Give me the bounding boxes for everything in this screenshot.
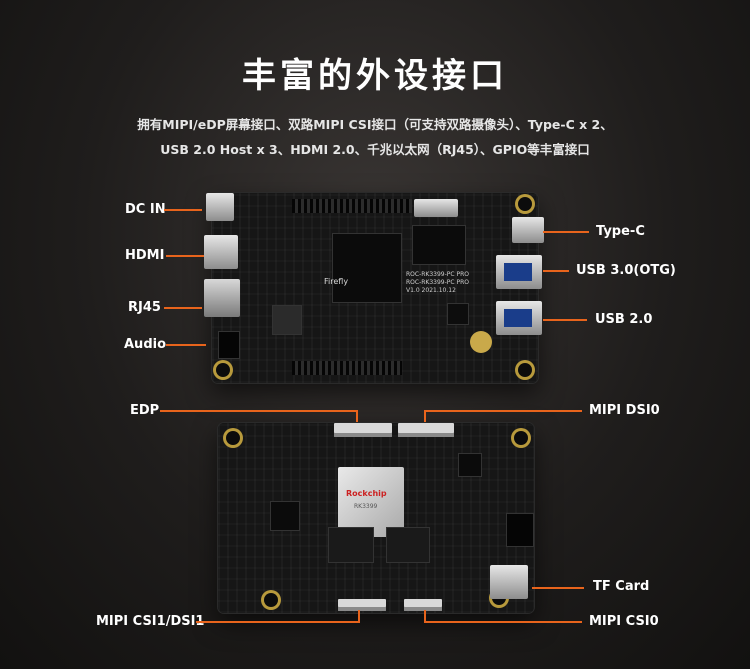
subtitle-line-2: USB 2.0 Host x 3、HDMI 2.0、千兆以太网（RJ45）、GP… bbox=[160, 142, 590, 157]
board-silk-3: V1.0 2021.10.12 bbox=[406, 287, 456, 294]
label-type-c: Type-C bbox=[596, 224, 645, 239]
top-board-image: Firefly ROC-RK3399-PC PRO ROC-RK3399-PC … bbox=[204, 193, 544, 383]
callout-line-mipi-csi0-v bbox=[424, 610, 426, 623]
callout-line-dc-in bbox=[164, 209, 202, 211]
callout-line-rj45 bbox=[164, 307, 202, 309]
mipi-csi0-connector bbox=[404, 599, 442, 611]
label-mipi-csi0: MIPI CSI0 bbox=[589, 614, 659, 629]
callout-line-audio bbox=[166, 344, 206, 346]
tf-card-slot bbox=[490, 565, 528, 599]
callout-line-mipi-dsi0-h bbox=[424, 410, 582, 412]
callout-line-mipi-csi1-h bbox=[196, 621, 360, 623]
label-mipi-csi1-dsi1: MIPI CSI1/DSI1 bbox=[96, 614, 205, 629]
callout-line-edp-h bbox=[160, 410, 358, 412]
label-mipi-dsi0: MIPI DSI0 bbox=[589, 403, 660, 418]
label-audio: Audio bbox=[124, 337, 167, 352]
label-hdmi: HDMI bbox=[125, 248, 165, 263]
callout-line-usb30 bbox=[543, 270, 569, 272]
label-tf-card: TF Card bbox=[593, 579, 650, 594]
mipi-dsi0-connector bbox=[398, 423, 454, 437]
callout-line-edp-v bbox=[356, 410, 358, 422]
callout-line-hdmi bbox=[166, 255, 204, 257]
soc-model: RK3399 bbox=[354, 503, 378, 510]
label-usb30-otg: USB 3.0(OTG) bbox=[576, 263, 676, 278]
board-silk-1: ROC-RK3399-PC PRO bbox=[406, 271, 470, 278]
label-usb20: USB 2.0 bbox=[595, 312, 653, 327]
callout-line-mipi-dsi0-v bbox=[424, 410, 426, 422]
callout-line-mipi-csi0-h bbox=[424, 621, 582, 623]
label-dc-in: DC IN bbox=[125, 202, 166, 217]
soc-brand: Rockchip bbox=[346, 489, 387, 498]
firefly-logo: Firefly bbox=[324, 277, 349, 286]
callout-line-tf-card bbox=[532, 587, 584, 589]
bottom-board-image: Rockchip RK3399 bbox=[218, 423, 534, 613]
mipi-csi1-connector bbox=[338, 599, 386, 611]
label-edp: EDP bbox=[130, 403, 160, 418]
page-title: 丰富的外设接口 bbox=[242, 56, 508, 96]
callout-line-type-c bbox=[543, 231, 589, 233]
board-silk-2: ROC-RK3399-PC PRO bbox=[406, 279, 470, 286]
subtitle-line-1: 拥有MIPI/eDP屏幕接口、双路MIPI CSI接口（可支持双路摄像头）、Ty… bbox=[137, 117, 613, 132]
label-rj45: RJ45 bbox=[128, 300, 161, 315]
soc-chip bbox=[338, 467, 404, 537]
edp-connector bbox=[334, 423, 392, 437]
callout-line-usb20 bbox=[543, 319, 587, 321]
callout-line-mipi-csi1-v bbox=[358, 610, 360, 623]
